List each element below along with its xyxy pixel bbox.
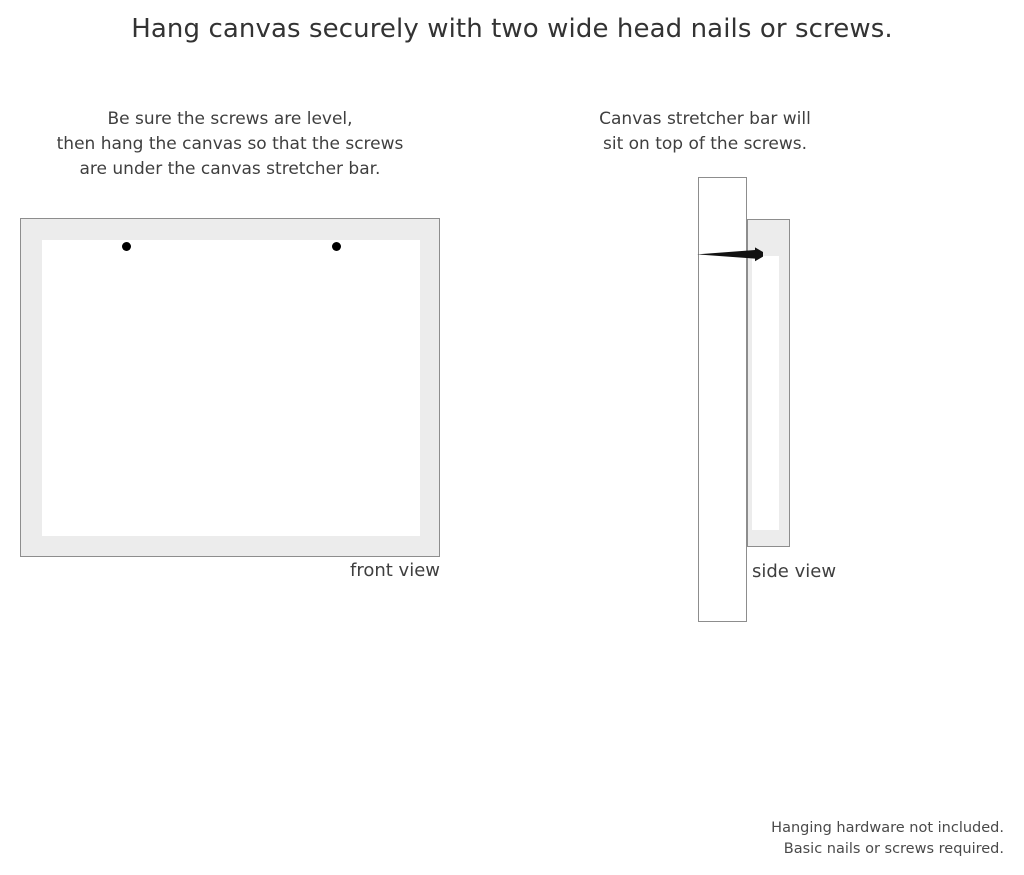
side-view-label: side view xyxy=(752,561,837,582)
side-view-caption-line-2: sit on top of the screws. xyxy=(602,134,808,154)
front-view-caption-line-1: Be sure the screws are level, xyxy=(107,109,353,129)
front-view-label: front view xyxy=(350,560,440,581)
front-view-caption-line-3: are under the canvas stretcher bar. xyxy=(79,159,381,179)
screw-head-dot-left-icon xyxy=(122,242,131,251)
page-title: Hang canvas securely with two wide head … xyxy=(131,14,893,44)
footer-note: Hanging hardware not included. Basic nai… xyxy=(524,818,1004,860)
front-view-canvas-frame xyxy=(20,218,440,557)
footer-note-line-1: Hanging hardware not included. xyxy=(771,820,1004,836)
front-view-caption: Be sure the screws are level, then hang … xyxy=(10,107,450,182)
side-view-wall xyxy=(698,177,747,622)
screw-head-dot-right-icon xyxy=(332,242,341,251)
front-view-canvas-inner xyxy=(42,240,420,536)
screw-side-icon xyxy=(697,247,763,262)
side-view-caption-line-1: Canvas stretcher bar will xyxy=(599,109,811,129)
side-view-caption: Canvas stretcher bar will sit on top of … xyxy=(560,107,850,157)
footer-note-line-2: Basic nails or screws required. xyxy=(783,841,1004,857)
side-view-canvas-inner xyxy=(752,256,779,530)
front-view-caption-line-2: then hang the canvas so that the screws xyxy=(56,134,404,154)
